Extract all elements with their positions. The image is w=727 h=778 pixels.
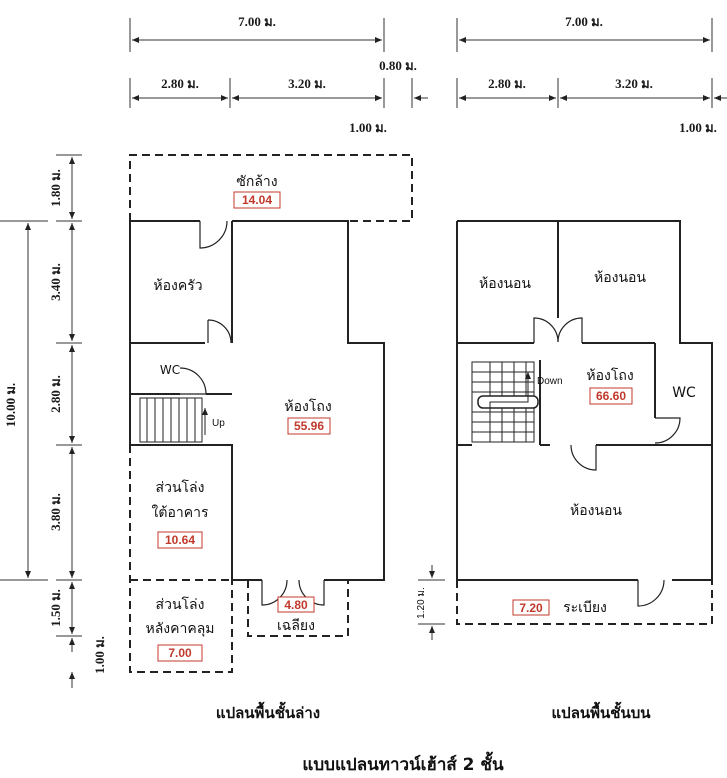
ground-dim-side: 0.80 ม. <box>379 58 417 73</box>
balcony-area-box <box>512 599 550 616</box>
porch-area: 4.80 <box>284 598 308 612</box>
upper-dim-total: 7.00 ม. <box>565 14 603 29</box>
upper-dim-right: 3.20 ม. <box>615 76 653 91</box>
ground-dim-d2: 3.40 ม. <box>48 263 63 301</box>
ground-dim-depth-total: 10.00 ม. <box>3 383 18 427</box>
upper-floor-caption: แปลนพื้นชั้นบน <box>552 701 652 722</box>
void-area-box <box>157 531 203 549</box>
upper-dim-offset: 1.00 ม. <box>679 120 717 135</box>
laundry-area-box <box>233 191 281 209</box>
porch-label: เฉลียง <box>277 618 315 634</box>
ground-dim-total: 7.00 ม. <box>238 14 276 29</box>
ground-dim-right: 3.20 ม. <box>288 76 326 91</box>
ground-dim-offset: 1.00 ม. <box>349 120 387 135</box>
laundry-area: 14.04 <box>242 193 272 207</box>
bedroom-1-label: ห้องนอน <box>479 276 531 292</box>
laundry-label: ซักล้าง <box>236 174 277 190</box>
ground-dim-d1: 1.80 ม. <box>48 169 63 207</box>
upper-doors <box>533 317 681 607</box>
ground-dim-left: 2.80 ม. <box>161 76 199 91</box>
balcony-dim: 1.20 ม. <box>416 587 427 619</box>
upper-stair <box>471 361 539 443</box>
bedroom-3-label: ห้องนอน <box>570 503 622 519</box>
carport-label-1: ส่วนโล่ง <box>156 596 205 613</box>
upper-hall-label: ห้องโถง <box>586 367 633 384</box>
kitchen-label: ห้องครัว <box>153 278 202 294</box>
upper-dim-left: 2.80 ม. <box>488 76 526 91</box>
carport-area: 7.00 <box>168 646 192 660</box>
void-label-1: ส่วนโล่ง <box>156 479 205 496</box>
ground-hall-area-box <box>287 417 331 435</box>
porch-area-box <box>277 596 315 613</box>
upper-top-dimensions <box>456 18 727 108</box>
ground-dim-d3: 2.80 ม. <box>48 375 63 413</box>
ground-top-dimensions <box>129 18 428 108</box>
ground-floor-caption: แปลนพื้นชั้นล่าง <box>216 701 320 722</box>
bedroom-2-label: ห้องนอน <box>594 270 646 286</box>
ground-dim-d5: 1.50 ม. <box>48 589 63 627</box>
upper-wc-label: WC <box>672 385 696 401</box>
ground-stair-label: Up <box>212 418 225 429</box>
drawing-title: แบบแปลนทาวน์เฮ้าส์ 2 ชั้น <box>302 751 504 775</box>
carport-area-box <box>157 644 203 662</box>
upper-floor-walls <box>456 220 713 625</box>
carport-label-2: หลังคาคลุม <box>145 621 214 637</box>
upper-stair-label: Down <box>537 376 563 387</box>
upper-hall-area-box <box>589 387 633 405</box>
ground-wc-label: WC <box>160 363 180 377</box>
void-area: 10.64 <box>165 533 195 547</box>
ground-floor-walls <box>129 154 413 673</box>
upper-hall-area: 66.60 <box>596 389 626 403</box>
ground-hall-area: 55.96 <box>294 419 324 433</box>
balcony-label: ระเบียง <box>563 600 607 616</box>
ground-dim-d6: 1.00 ม. <box>92 636 107 674</box>
ground-hall-label: ห้องโถง <box>284 398 331 415</box>
void-label-2: ใต้อาคาร <box>152 504 209 521</box>
ground-stair <box>139 397 208 443</box>
balcony-area: 7.20 <box>519 601 543 615</box>
ground-left-dimensions <box>0 154 82 688</box>
upper-left-dimensions <box>418 565 445 640</box>
ground-dim-d4: 3.80 ม. <box>48 493 63 531</box>
